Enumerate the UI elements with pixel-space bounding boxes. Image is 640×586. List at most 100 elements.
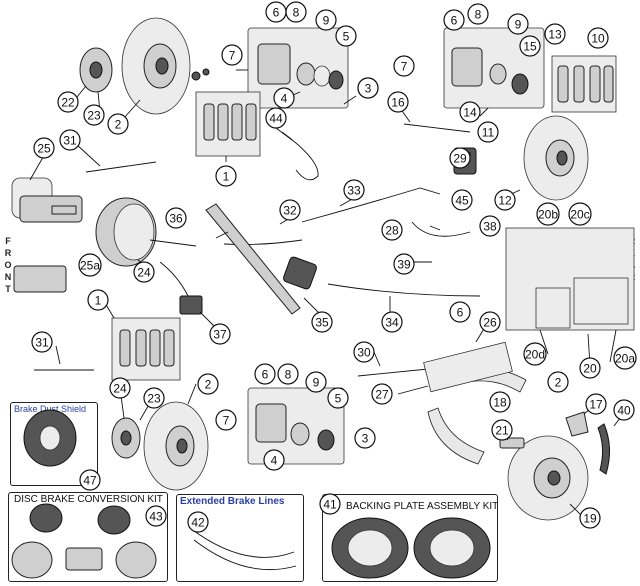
callout-30: 30 [353,341,375,363]
brake-booster [95,197,197,267]
callout-number: 42 [191,516,205,530]
callout-31: 31 [59,129,81,151]
callout-number: 19 [583,512,597,526]
callout-number: 31 [35,336,49,350]
callout-number: 31 [63,134,77,148]
brake-drum [507,435,589,521]
callout-6: 6 [443,9,465,31]
callout-number: 1 [95,294,102,308]
callout-39: 39 [393,253,415,275]
callout-7: 7 [221,44,243,66]
brake-dust-shield [23,409,77,467]
dust-shield-title: Brake Dust Shield [14,404,87,414]
callout-19: 19 [579,507,601,529]
callout-number: 5 [335,392,342,406]
callout-number: 29 [453,152,467,166]
callout-16: 16 [387,91,409,113]
brake-pads-upper [195,91,261,157]
callout-number: 3 [362,432,369,446]
callout-number: 2 [115,118,122,132]
callout-number: 37 [213,328,227,342]
callout-37: 37 [209,323,231,345]
callout-number: 11 [482,126,495,140]
callout-number: 1 [223,170,230,184]
proportioning-valve [13,265,67,293]
backing-plate-assemblies [331,517,491,579]
callout-6: 6 [449,301,471,323]
brake-pedal [205,203,317,315]
callout-number: 18 [493,396,507,410]
callout-number: 20c [570,208,589,222]
callout-number: 9 [515,18,522,32]
callout-number: 33 [347,184,361,198]
callout-number: 35 [315,316,329,330]
callout-number: 30 [357,346,371,360]
callout-47: 47 [79,469,101,491]
callout-34: 34 [381,311,403,333]
callout-number: 14 [463,106,477,120]
callout-10: 10 [587,27,609,49]
callout-17: 17 [585,393,607,415]
callout-2: 2 [547,371,569,393]
callout-31: 31 [31,331,53,353]
callout-number: 24 [113,382,127,396]
callout-number: 5 [343,30,350,44]
hose-28 [411,221,471,237]
callout-number: 43 [149,510,163,524]
dust-shield-box [10,402,98,486]
callout-number: 26 [483,316,497,330]
callout-number: 23 [87,109,101,123]
extended-brake-lines [189,527,297,571]
callout-24: 24 [133,261,155,283]
callout-20d: 20d [523,342,547,366]
callout-number: 4 [271,454,278,468]
caliper-upper-center [247,27,349,109]
callout-9: 9 [507,13,529,35]
callout-3: 3 [354,427,376,449]
cable-44 [281,131,319,181]
callout-number: 6 [457,306,464,320]
callout-1: 1 [87,289,109,311]
front-rotor-upper [121,17,191,115]
callout-26: 26 [479,311,501,333]
callout-28: 28 [381,219,403,241]
callout-number: 25 [37,142,51,156]
callout-number: 44 [269,112,283,126]
caliper-upper-right [443,27,545,109]
callout-number: 2 [555,376,562,390]
rear-rotor-right [523,115,589,201]
front-rotor-lower [143,401,209,491]
callout-3: 3 [357,77,379,99]
callout-number: 22 [61,96,75,110]
callout-12: 12 [494,189,516,211]
callout-22: 22 [57,91,79,113]
disc-conversion-kit [11,503,157,579]
callout-number: 8 [475,8,482,22]
callout-number: 21 [495,424,509,438]
callout-number: 20 [583,362,597,376]
callout-number: 25a [80,259,100,273]
parking-brake-cable-33 [301,187,441,223]
cable-32 [223,239,303,245]
wheel-cylinder-21 [499,437,525,449]
front-hub-upper [79,47,113,93]
callout-6: 6 [254,363,276,385]
callout-2: 2 [107,113,129,135]
callout-24: 24 [109,377,131,399]
callout-4: 4 [273,87,295,109]
callout-number: 8 [285,368,292,382]
disc-conversion-kit-box [8,492,168,582]
callout-number: 15 [523,40,537,54]
callout-25: 25 [33,137,55,159]
master-cylinder [11,177,83,223]
callout-number: 9 [313,376,320,390]
callout-number: 6 [451,14,458,28]
callout-number: 12 [498,194,512,208]
callout-20c: 20c [568,202,592,226]
callout-number: 6 [273,6,280,20]
callout-number: 41 [323,498,337,512]
callout-36: 36 [165,207,187,229]
backing-plate-kit-title: BACKING PLATE ASSEMBLY KIT [346,501,499,512]
callout-38: 38 [479,215,501,237]
